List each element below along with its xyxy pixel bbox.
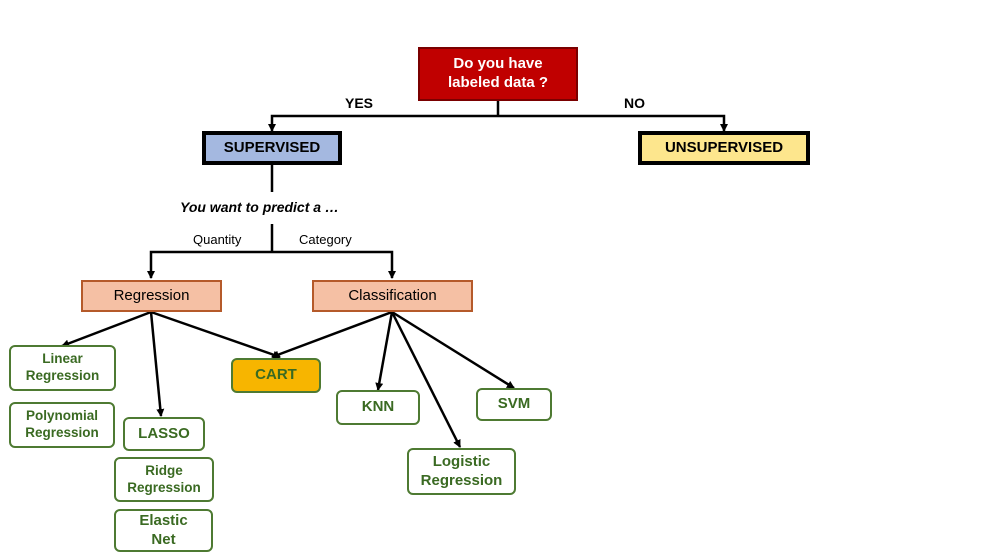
leaf-logistic-line1: Logistic <box>432 452 491 470</box>
classification-box: Classification <box>312 280 473 312</box>
leaf-linear-regression: Linear Regression <box>9 345 116 391</box>
leaf-ridge-line2: Regression <box>127 479 201 495</box>
leaf-lasso: LASSO <box>123 417 205 451</box>
predict-question: You want to predict a … <box>180 199 339 215</box>
connector-no <box>498 114 728 132</box>
root-line1: Do you have <box>453 55 543 73</box>
leaf-elastic-line1: Elastic <box>139 511 188 529</box>
regression-box: Regression <box>81 280 222 312</box>
root-question-box: Do you have labeled data ? <box>418 47 578 101</box>
leaf-elastic-net: Elastic Net <box>114 509 213 552</box>
connector-quantity <box>147 250 272 279</box>
connector-linear <box>61 310 152 348</box>
connector-class-cart <box>271 310 393 359</box>
connector-knn <box>375 311 394 391</box>
edge-label-yes: YES <box>345 95 374 111</box>
leaf-ridge-regression: Ridge Regression <box>114 457 214 502</box>
connector-reg-cart <box>150 310 281 359</box>
leaf-polynomial-line1: Polynomial <box>25 408 98 424</box>
leaf-linear-line2: Regression <box>25 368 100 383</box>
root-line2: labeled data ? <box>447 74 549 91</box>
connector-svm <box>391 310 515 390</box>
leaf-polynomial-line2: Regression <box>25 425 99 440</box>
leaf-ridge-line1: Ridge <box>145 462 183 478</box>
leaf-polynomial-regression: Polynomial Regression <box>9 402 115 448</box>
leaf-knn: KNN <box>336 390 420 425</box>
leaf-logistic-line2: Regression <box>420 471 503 489</box>
unsupervised-box: UNSUPERVISED <box>638 131 810 165</box>
connector-logistic <box>390 311 462 448</box>
leaf-cart: CART <box>231 358 321 393</box>
edge-label-category: Category <box>299 232 352 247</box>
connector-category <box>272 250 396 279</box>
leaf-elastic-line2: Net <box>151 530 176 548</box>
leaf-logistic-regression: Logistic Regression <box>407 448 516 495</box>
leaf-linear-line1: Linear <box>42 351 83 367</box>
edge-label-quantity: Quantity <box>193 232 242 247</box>
leaf-svm: SVM <box>476 388 552 421</box>
connector-lasso <box>149 311 165 417</box>
connector-yes <box>268 114 498 132</box>
edge-label-no: NO <box>624 95 645 111</box>
supervised-box: SUPERVISED <box>202 131 342 165</box>
